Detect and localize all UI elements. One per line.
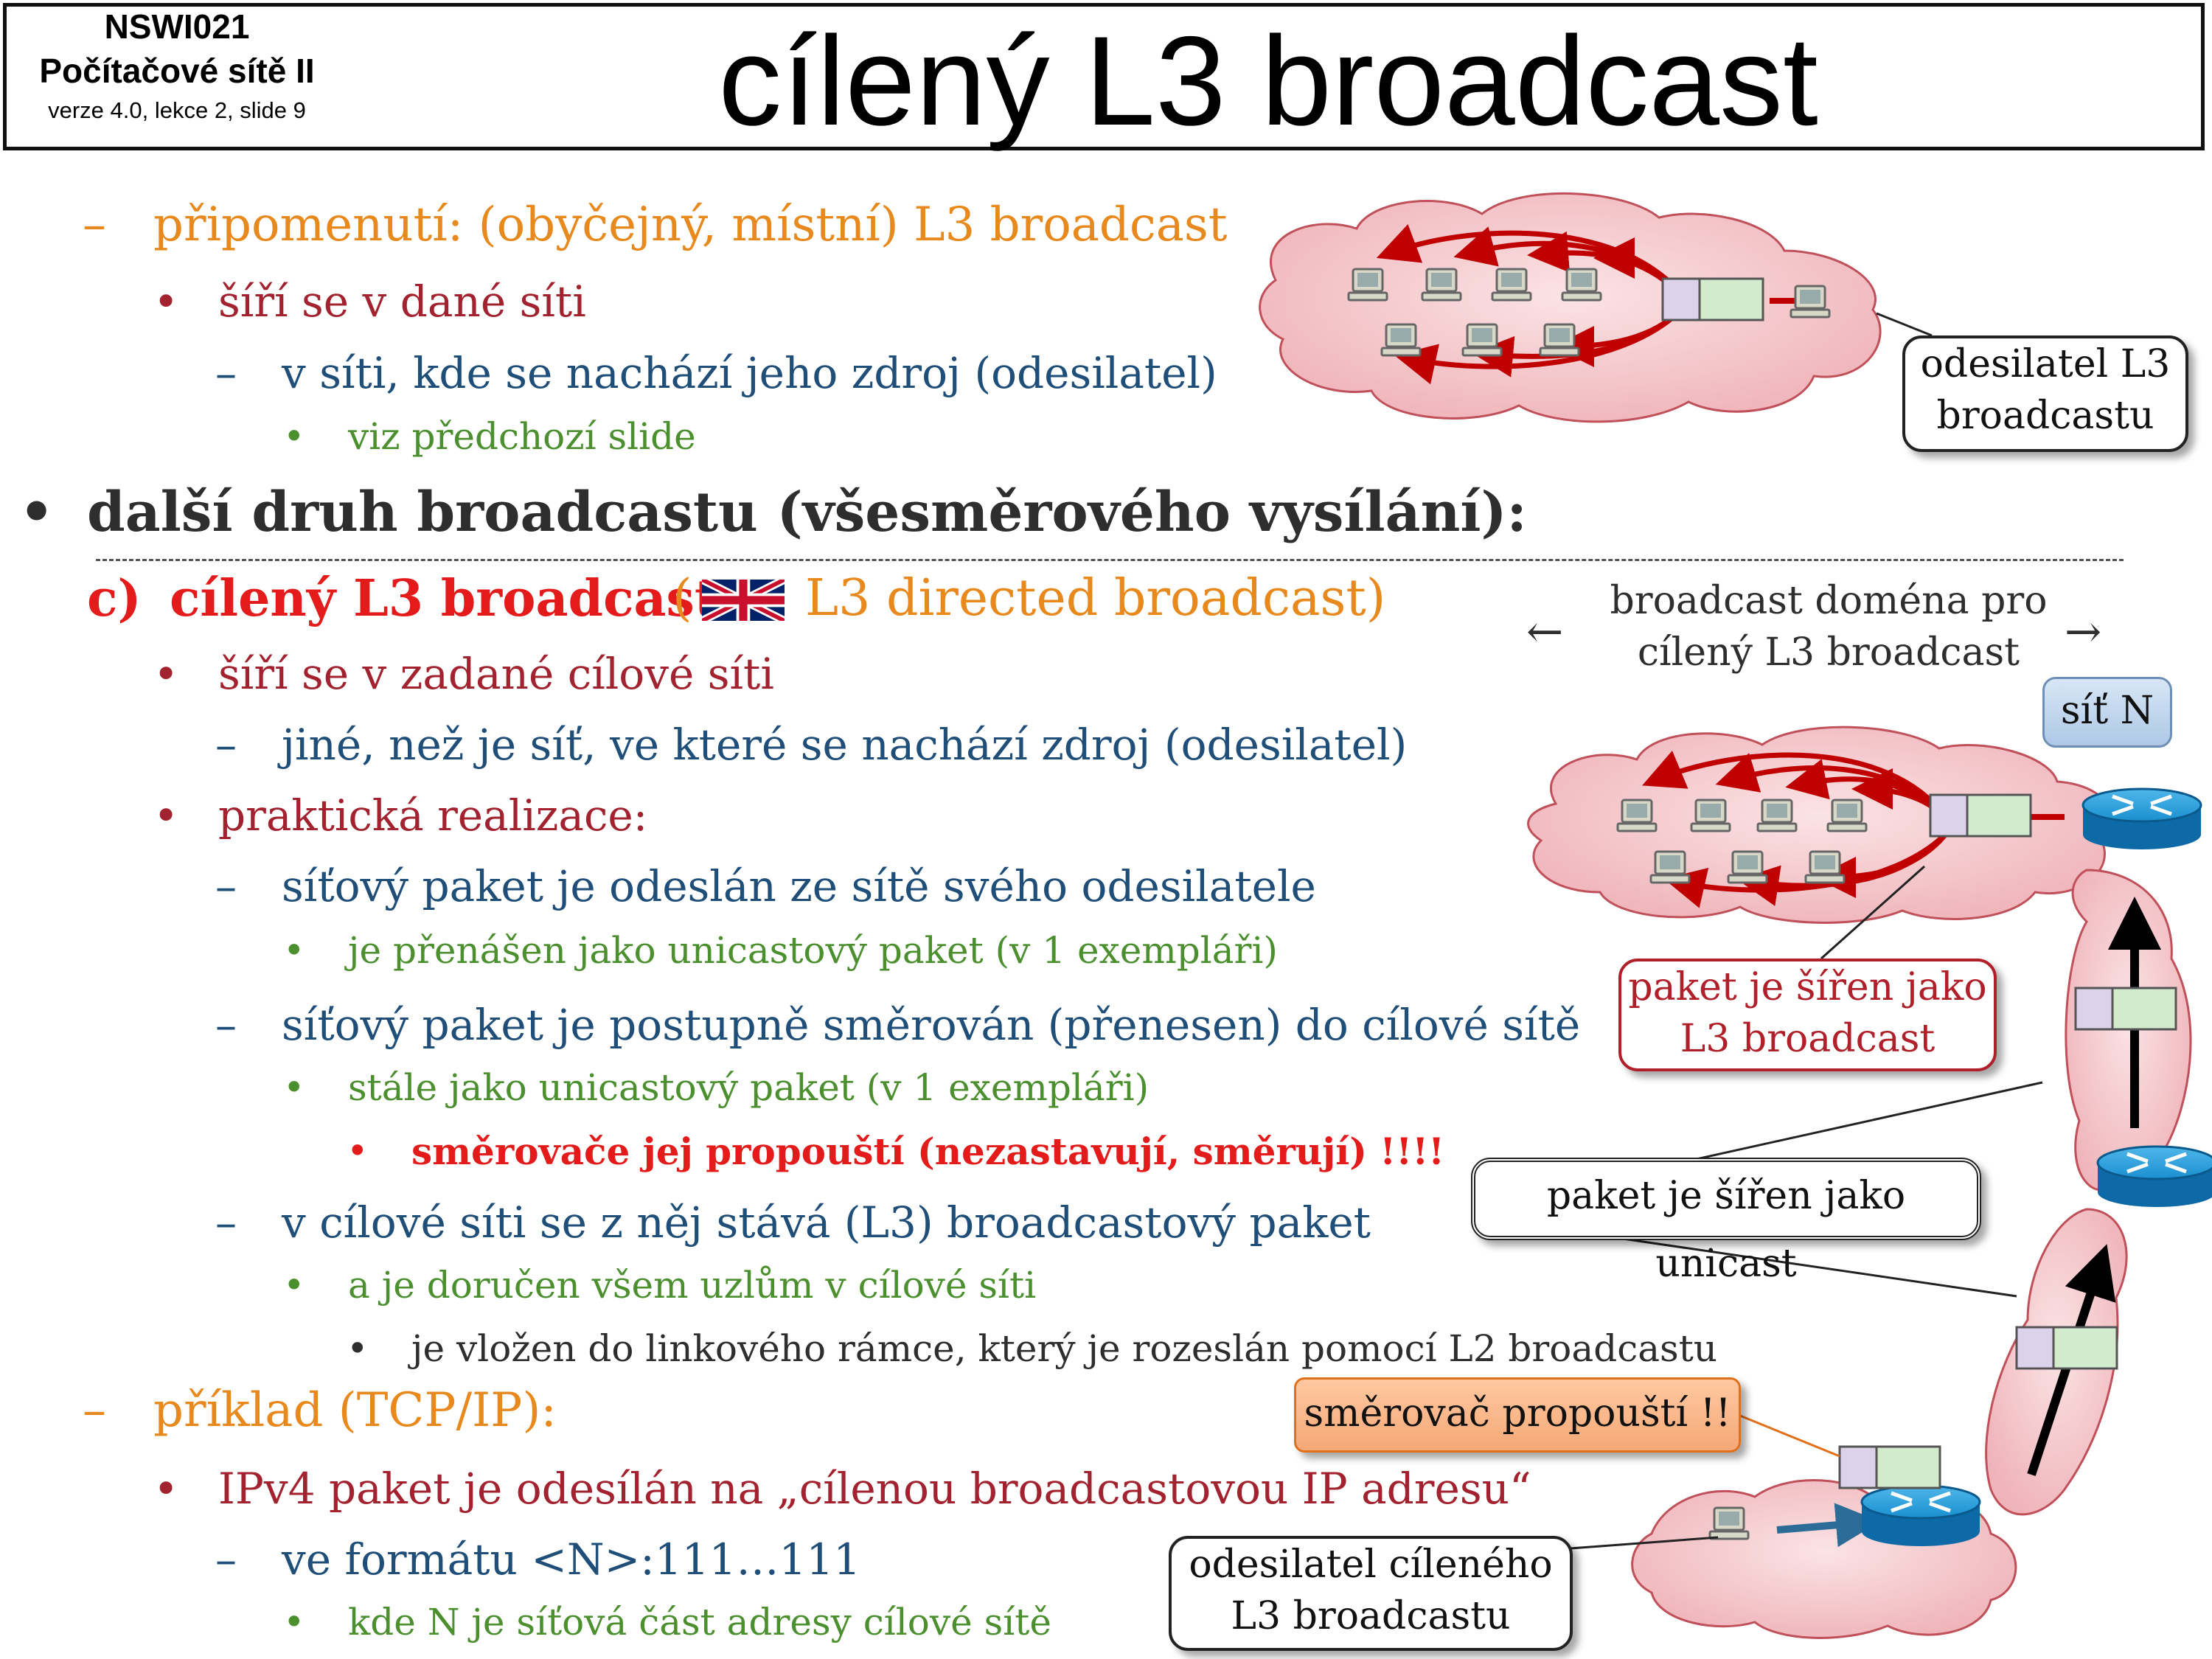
- dash-marker: –: [215, 348, 237, 398]
- course-info: NSWI021 Počítačové sítě II verze 4.0, le…: [15, 6, 339, 127]
- example-marker: –: [83, 1383, 106, 1438]
- uk-flag-icon: [702, 580, 785, 621]
- bullet-marker: •: [283, 415, 305, 458]
- example-point-marker: •: [153, 1464, 179, 1514]
- c-point-text: stále jako unicastový paket (v 1 exemplá…: [348, 1066, 1150, 1109]
- c-point-marker: •: [347, 1327, 369, 1370]
- c-point-text: je přenášen jako unicastový paket (v 1 e…: [348, 929, 1278, 972]
- c-point-text: šíří se v zadané cílové síti: [218, 649, 774, 699]
- c-point-marker: –: [215, 861, 237, 911]
- example-point-marker: •: [283, 1601, 305, 1644]
- c-point-text: praktická realizace:: [218, 790, 648, 841]
- example-point-marker: –: [215, 1534, 237, 1585]
- slide-title: cílený L3 broadcast: [718, 10, 1818, 152]
- item-c-english: L3 directed broadcast): [805, 569, 1386, 627]
- net-n-callout: síť N: [2042, 677, 2172, 748]
- course-name: Počítačové sítě II: [39, 52, 315, 90]
- c-point-marker: •: [283, 1264, 305, 1307]
- reminder-bullet: šíří se v dané síti: [218, 276, 586, 327]
- c-point-text: a je doručen všem uzlům v cílové síti: [348, 1264, 1037, 1307]
- c-point-marker: •: [283, 929, 305, 972]
- item-c-marker: c): [87, 569, 142, 628]
- slide-header: [3, 3, 2205, 150]
- broadcast-callout: paket je šířen jako L3 broadcast: [1618, 959, 1997, 1071]
- domain-arrow-left: ←: [1526, 606, 1564, 658]
- c-point-marker: •: [153, 790, 179, 841]
- item-c-title: cílený L3 broadcast: [170, 569, 718, 628]
- dashed-divider: [96, 559, 2124, 561]
- course-code: NSWI021: [104, 7, 250, 46]
- example-text: příklad (TCP/IP):: [153, 1383, 557, 1438]
- c-point-text: v cílové síti se z něj stává (L3) broadc…: [282, 1197, 1371, 1248]
- c-point-text: síťový paket je postupně směrován (přene…: [282, 1000, 1581, 1050]
- c-point-text: jiné, než je síť, ve které se nachází zd…: [282, 720, 1408, 770]
- sender-directed-callout: odesilatel cíleného L3 broadcastu: [1169, 1536, 1573, 1651]
- local-network-cloud: [1259, 192, 1882, 423]
- c-point-marker: –: [215, 1197, 237, 1248]
- example-point-text: kde N je síťová část adresy cílové sítě: [348, 1601, 1051, 1644]
- example-point-text: ve formátu <N>:111…111: [282, 1534, 861, 1585]
- c-point-text: směrovače jej propouští (nezastavují, sm…: [411, 1130, 1445, 1173]
- reminder-text: připomenutí: (obyčejný, místní) L3 broad…: [153, 198, 1228, 252]
- c-point-marker: –: [215, 1000, 237, 1050]
- main-bullet-marker: •: [19, 481, 55, 544]
- reminder-marker: –: [83, 198, 106, 252]
- reminder-sub: v síti, kde se nachází jeho zdroj (odesi…: [282, 348, 1217, 398]
- domain-label: broadcast doména pro cílený L3 broadcast: [1610, 579, 2048, 675]
- sender-l3-callout: odesilatel L3 broadcastu: [1902, 335, 2188, 452]
- version-info: verze 4.0, lekce 2, slide 9: [48, 97, 306, 123]
- c-point-text: je vložen do linkového rámce, který je r…: [411, 1327, 1717, 1370]
- unicast-callout: paket je šířen jako unicast: [1471, 1158, 1981, 1286]
- item-c-paren: (: [672, 569, 692, 627]
- c-point-marker: •: [153, 649, 179, 699]
- c-point-marker: –: [215, 720, 237, 770]
- c-point-text: síťový paket je odeslán ze sítě svého od…: [282, 861, 1316, 911]
- bullet-marker: •: [153, 276, 179, 327]
- c-point-marker: •: [347, 1130, 369, 1172]
- domain-arrow-right: →: [2065, 606, 2102, 658]
- c-point-marker: •: [283, 1066, 305, 1109]
- main-point: další druh broadcastu (všesměrového vysí…: [87, 481, 1527, 544]
- example-point-text: IPv4 paket je odesílán na „cílenou broad…: [218, 1464, 1531, 1514]
- router-callout: směrovač propouští !!: [1294, 1377, 1741, 1453]
- reminder-sub-sub: viz předchozí slide: [348, 415, 696, 458]
